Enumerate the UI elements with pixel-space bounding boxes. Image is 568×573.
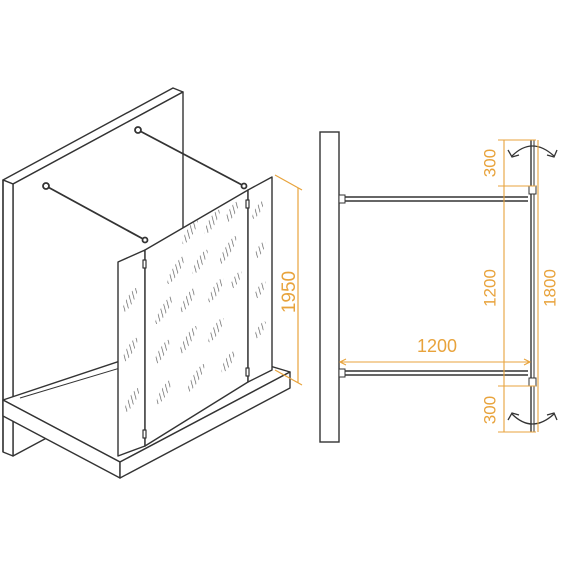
iso-height-dimension <box>274 174 303 386</box>
rotation-arrow-bottom-icon <box>507 412 558 425</box>
side-rods <box>338 194 528 378</box>
wall-rods <box>42 126 248 244</box>
side-glass-panel <box>528 140 537 432</box>
iso-height-label: 1950 <box>279 271 300 313</box>
side-view <box>319 131 558 443</box>
side-wall <box>319 131 340 443</box>
side-width-label: 1200 <box>417 336 457 356</box>
side-total-height-label: 1800 <box>540 269 559 307</box>
panel-hinges <box>142 199 250 439</box>
isometric-view <box>2 87 291 479</box>
side-lower-offset-label: 300 <box>480 396 499 424</box>
side-middle-span-label: 1200 <box>480 269 499 307</box>
side-upper-offset-label: 300 <box>480 149 499 177</box>
rotation-arrow-top-icon <box>507 145 558 158</box>
side-dimensions <box>338 139 539 433</box>
glass-pattern <box>122 201 266 413</box>
